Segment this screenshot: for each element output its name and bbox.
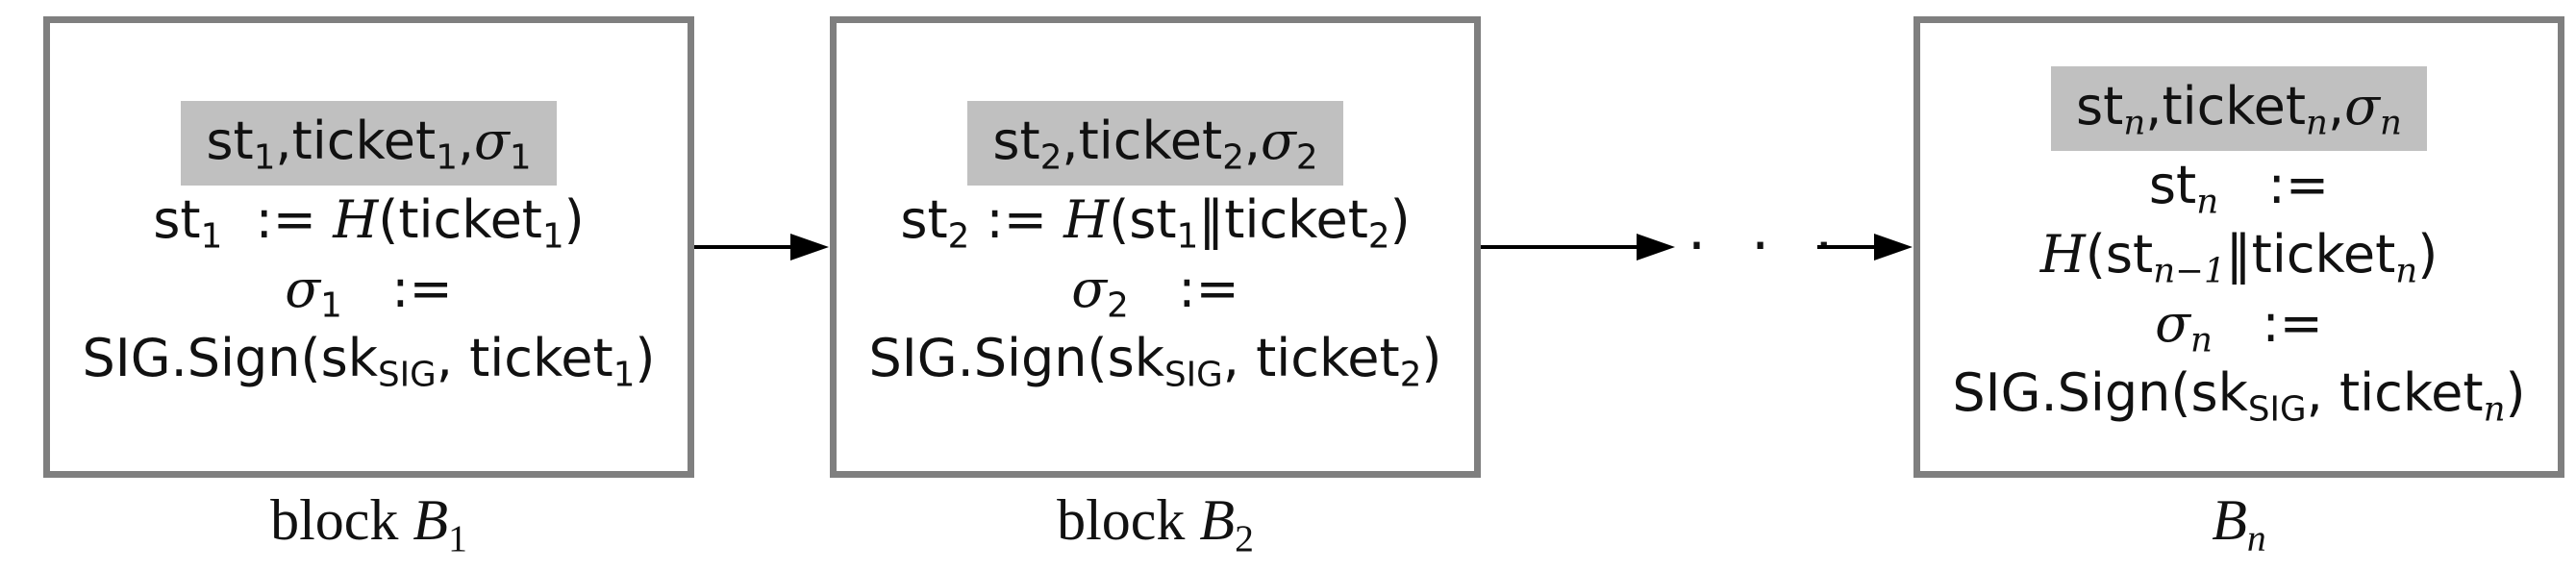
block-2-state-assignment: st2 := H(st1‖ticket2)	[900, 189, 1411, 257]
arrow-block1-to-block2	[694, 234, 829, 261]
arrow-ellipsis-to-blockn	[1817, 234, 1913, 261]
block-1: st1,ticket1,σ1 st1 := H(ticket1) σ1 := S…	[43, 16, 694, 478]
arrow-block2-to-ellipsis	[1481, 234, 1675, 261]
block-1-signature-rhs: SIG.Sign(skSIG, ticket1)	[82, 328, 656, 395]
block-n-state-rhs: H(stn−1‖ticketn)	[2039, 224, 2438, 291]
ellipsis: · · ·	[1688, 212, 1847, 280]
block-1-state-assignment: st1 := H(ticket1)	[153, 189, 585, 257]
block-n-signature-rhs: SIG.Sign(skSIG, ticketn)	[1952, 362, 2526, 430]
block-2-header: st2,ticket2,σ2	[967, 101, 1343, 186]
block-1-signature-lhs: σ1 :=	[285, 259, 453, 326]
block-2-signature-lhs: σ2 :=	[1071, 259, 1239, 326]
block-2: st2,ticket2,σ2 st2 := H(st1‖ticket2) σ2 …	[830, 16, 1481, 478]
block-n-signature-lhs: σn :=	[2155, 293, 2323, 360]
block-n-state-lhs: stn :=	[2148, 155, 2330, 222]
block-2-caption: block B2	[1057, 488, 1254, 559]
block-n: stn,ticketn,σn stn := H(stn−1‖ticketn) σ…	[1913, 16, 2564, 478]
block-1-caption: block B1	[270, 488, 467, 559]
block-n-header: stn,ticketn,σn	[2051, 66, 2427, 151]
block-2-signature-rhs: SIG.Sign(skSIG, ticket2)	[868, 328, 1442, 395]
block-n-caption: Bn	[2212, 488, 2266, 559]
block-1-header: st1,ticket1,σ1	[181, 101, 557, 186]
